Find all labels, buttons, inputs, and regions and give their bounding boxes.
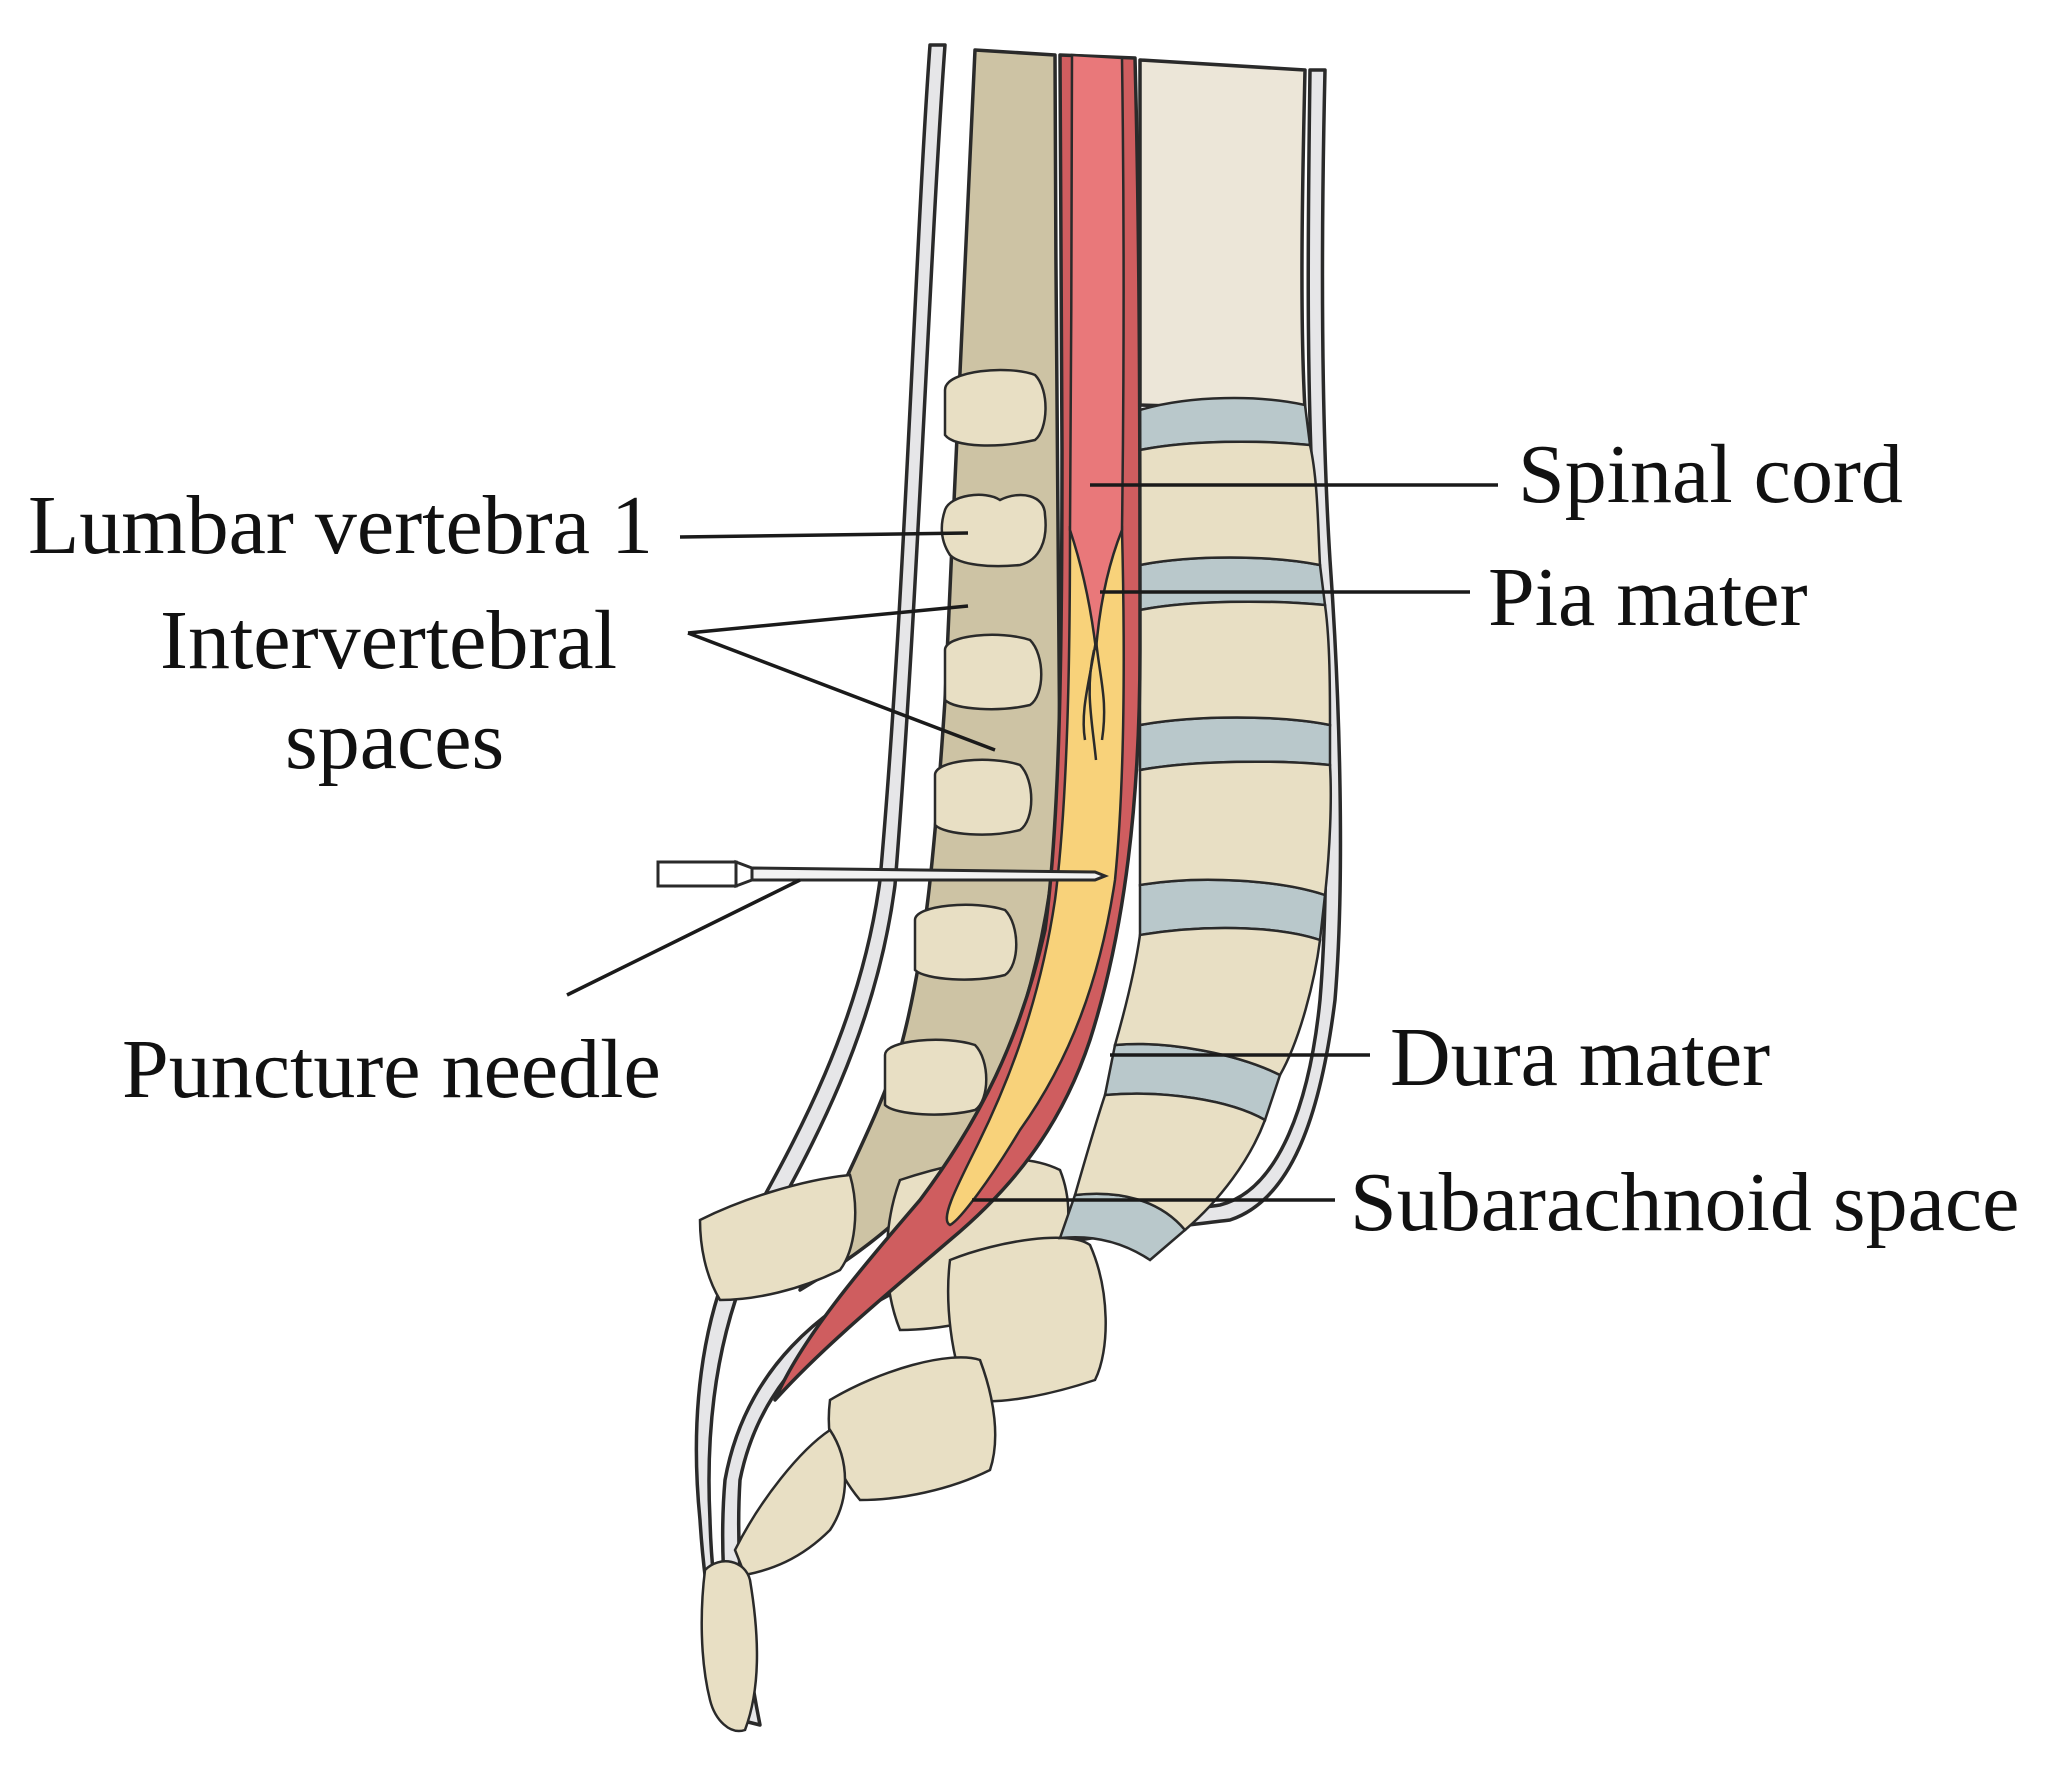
vertebral-bodies — [1058, 396, 1333, 1262]
needle-shaft — [750, 866, 1110, 882]
label-puncture-needle: Puncture needle — [122, 1023, 661, 1116]
cauda-equina — [1082, 639, 1106, 761]
label-intervertebral: Intervertebral — [160, 594, 617, 687]
leader-lines — [566, 483, 1498, 1202]
leader-puncture-needle — [566, 878, 801, 997]
needle-taper — [734, 859, 754, 889]
label-spaces: spaces — [285, 694, 504, 787]
vertebral-body — [1138, 440, 1322, 567]
vertebral-body — [1073, 1092, 1267, 1232]
sacrum-coccyx — [698, 1157, 1107, 1733]
puncture-needle-shape — [656, 859, 1110, 889]
label-pia-mater: Pia mater — [1488, 551, 1808, 644]
label-spinal-cord: Spinal cord — [1518, 428, 1903, 521]
upper-column — [1138, 58, 1307, 412]
leader-intervertebral-upper — [687, 604, 969, 635]
leader-lumbar-vertebra — [679, 531, 969, 539]
label-lumbar-vertebra-1: Lumbar vertebra 1 — [28, 479, 653, 572]
leader-intervertebral-lower — [687, 631, 996, 752]
vertebral-body — [1113, 926, 1322, 1077]
needle-hub — [656, 860, 738, 888]
spinous-processes — [883, 368, 1047, 1116]
vertebral-body — [1138, 760, 1333, 897]
vertebral-body — [1138, 600, 1332, 727]
label-dura-mater: Dura mater — [1390, 1011, 1770, 1104]
label-subarachnoid-space: Subarachnoid space — [1350, 1156, 2019, 1249]
